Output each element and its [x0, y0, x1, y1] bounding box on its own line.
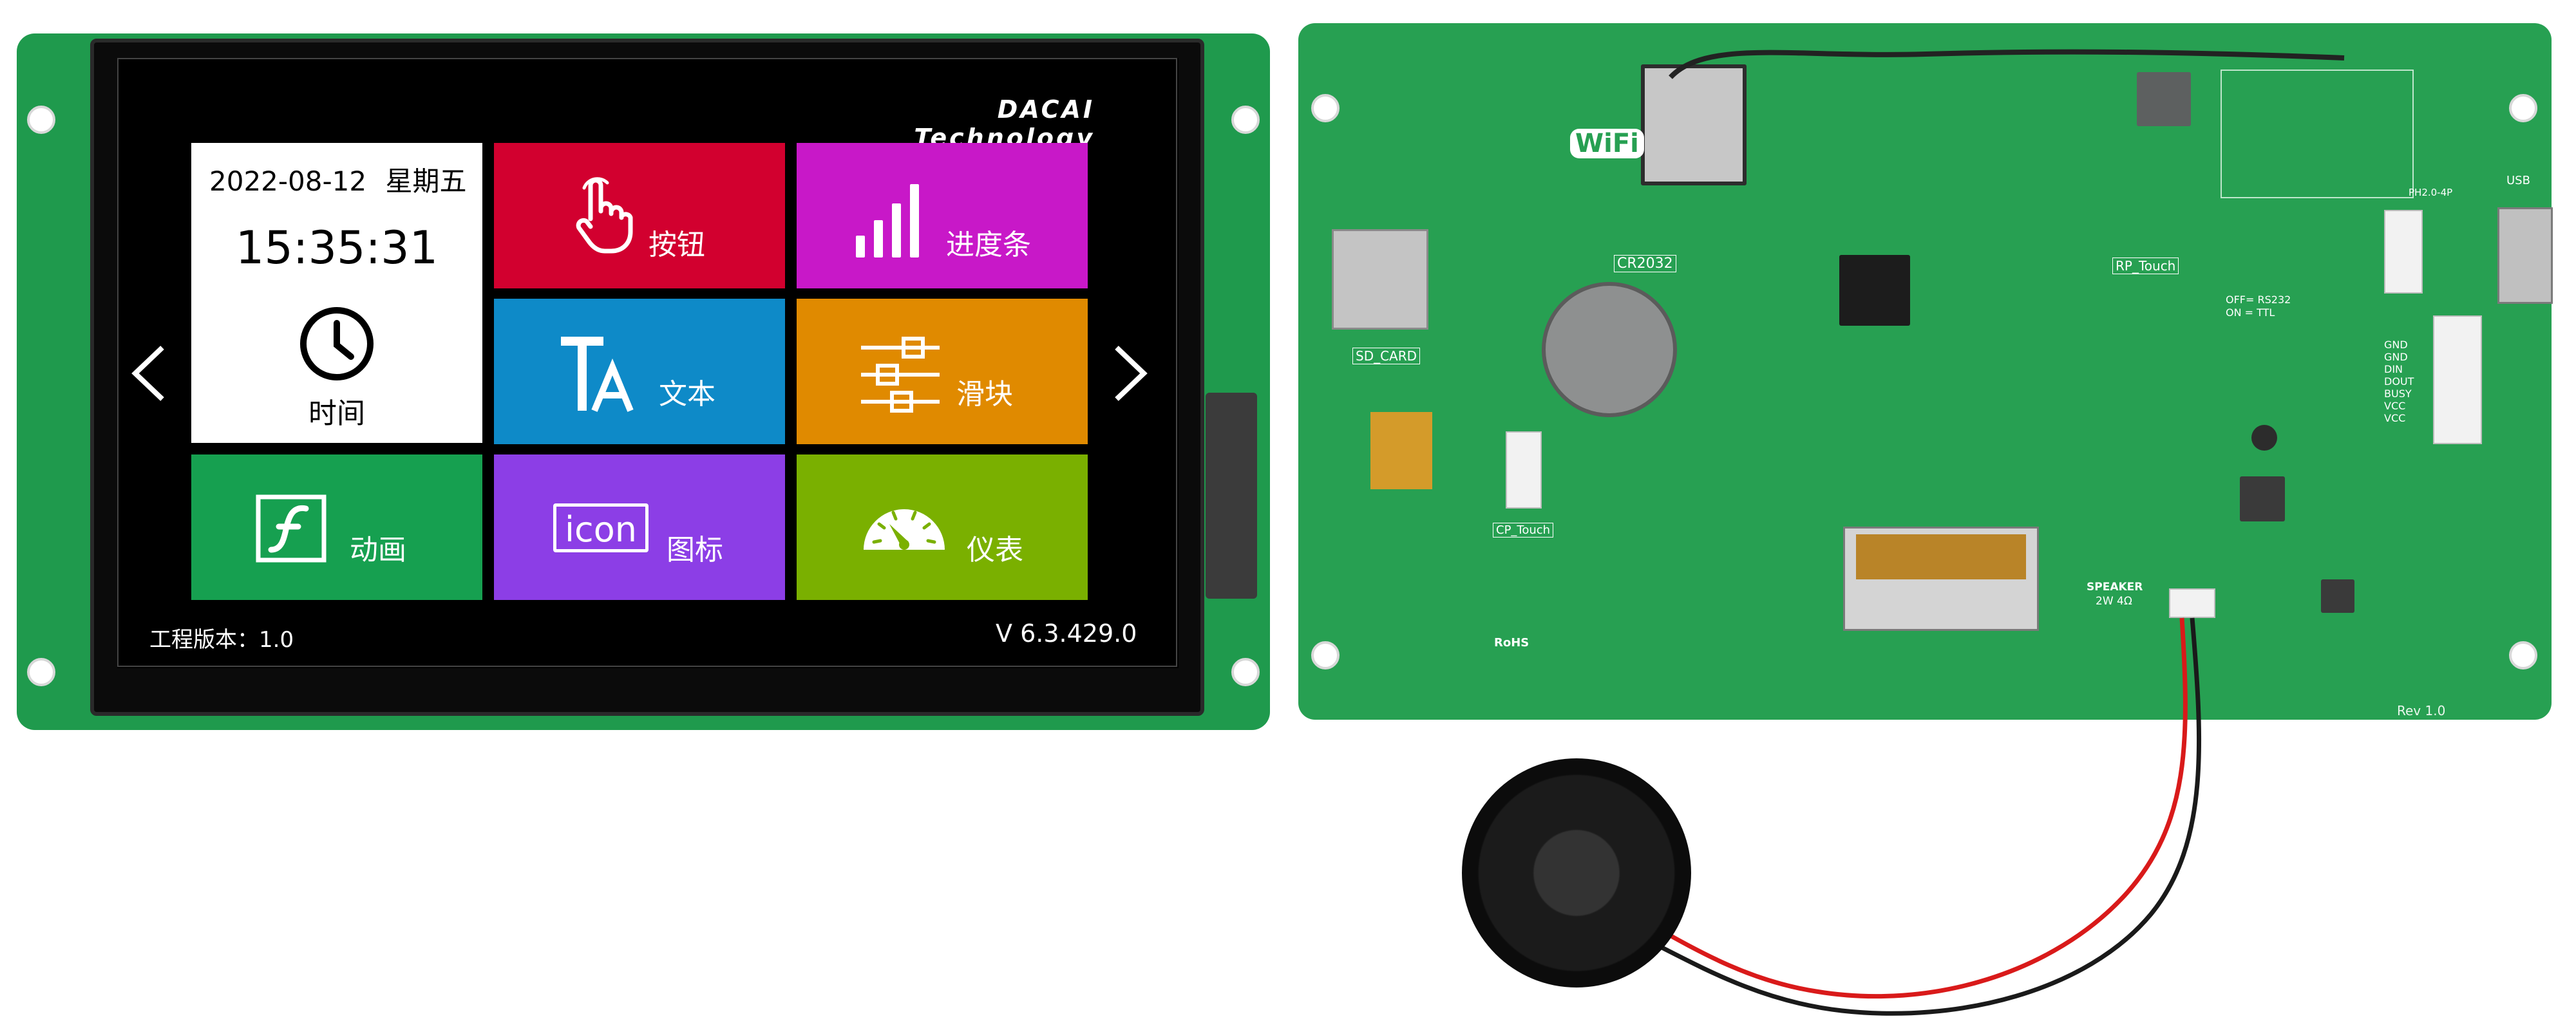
tile-animation-label: 动画 [350, 534, 406, 566]
pin-label-list: GND GND DIN DOUT BUSY VCC VCC [2384, 339, 2429, 424]
chevron-right-icon[interactable] [1113, 344, 1149, 403]
tile-slider-label: 滑块 [956, 378, 1013, 411]
wifi-label: WiFi [1570, 129, 1644, 158]
rp-touch-label: RP_Touch [2112, 258, 2179, 274]
pin-label: DIN [2384, 363, 2403, 375]
tile-gauge[interactable]: 仪表 [797, 454, 1088, 600]
project-version-text: 工程版本：1.0 [149, 627, 294, 653]
sd-card-slot [1332, 229, 1428, 330]
side-flex-cable [1206, 393, 1257, 599]
tile-icon-label: 图标 [667, 534, 723, 566]
logo-outline [2221, 70, 2414, 198]
pin-label: VCC [2384, 400, 2406, 412]
usb-port [2497, 207, 2553, 304]
rs232-note: OFF= RS232 [2226, 294, 2291, 306]
battery-label: CR2032 [1614, 255, 1676, 272]
pin-label: DOUT [2384, 375, 2414, 388]
rev-label: Rev 1.0 [2397, 703, 2446, 718]
touch-flex-cable [1370, 412, 1432, 489]
screen-frame [117, 58, 1177, 667]
tile-icon[interactable]: icon 图标 [494, 454, 785, 600]
lcd-fpc-ribbon [1856, 534, 2026, 579]
cp-touch-label: CP_Touch [1493, 523, 1554, 538]
mounting-hole [2509, 641, 2537, 670]
mcu-chip [1839, 255, 1910, 326]
mounting-hole [1311, 94, 1340, 122]
usb-label: USB [2506, 174, 2530, 187]
ph-connector-label: PH2.0-4P [2409, 187, 2453, 198]
tile-animation[interactable]: 动画 [191, 454, 482, 600]
gauge-icon [864, 509, 945, 550]
firmware-version-text: V 6.3.429.0 [996, 619, 1137, 648]
tile-progress-label: 进度条 [946, 229, 1031, 261]
tile-gauge-label: 仪表 [967, 534, 1023, 566]
mounting-hole [1311, 641, 1340, 670]
tile-slider[interactable]: 滑块 [797, 299, 1088, 444]
pin-label: GND [2384, 339, 2408, 351]
mounting-hole [2509, 94, 2537, 122]
weekday-text: 星期五 [385, 165, 467, 197]
mounting-hole [1231, 106, 1260, 134]
flash-icon [256, 494, 327, 563]
sd-card-label: SD_CARD [1352, 348, 1421, 364]
sliders-icon [861, 337, 940, 413]
speaker [1462, 758, 1691, 988]
speaker-wires [1564, 617, 2202, 1016]
rohs-label: RoHS [1494, 636, 1530, 650]
mounting-hole [1231, 658, 1260, 686]
text-ta-icon [561, 337, 634, 412]
tile-text[interactable]: 文本 [494, 299, 785, 444]
clock-tile[interactable]: 2022-08-12 星期五 15:35:31 时间 [191, 143, 482, 443]
tile-button[interactable]: 按钮 [494, 143, 785, 288]
wifi-module [1641, 64, 1747, 185]
battery-holder [1542, 282, 1677, 417]
buzzer [2137, 72, 2191, 126]
ttl-note: ON = TTL [2226, 306, 2275, 319]
inductor [2321, 579, 2354, 613]
hand-pointer-icon [576, 177, 633, 254]
tile-button-label: 按钮 [649, 229, 705, 261]
time-text: 15:35:31 [235, 221, 439, 274]
clock-icon [300, 307, 374, 380]
tile-progress[interactable]: 进度条 [797, 143, 1088, 288]
mounting-hole [27, 658, 55, 686]
signal-bars-icon [856, 184, 919, 258]
tile-text-label: 文本 [659, 378, 715, 411]
chevron-left-icon[interactable] [130, 344, 166, 403]
ph-connector [2384, 210, 2423, 294]
clock-label: 时间 [308, 397, 365, 430]
pin-label: VCC [2384, 412, 2406, 424]
icon-text: icon [565, 509, 637, 550]
date-text: 2022-08-12 [209, 165, 367, 197]
capacitor [2251, 425, 2277, 451]
pin-label: GND [2384, 351, 2408, 363]
inductor [2240, 476, 2285, 521]
antenna-wire [1669, 49, 2345, 79]
speaker-label: SPEAKER [2087, 581, 2143, 594]
cp-touch-connector [1506, 431, 1542, 509]
speaker-spec-label: 2W 4Ω [2096, 595, 2132, 608]
serial-connector [2433, 315, 2482, 444]
pin-label: BUSY [2384, 388, 2412, 400]
speaker-connector [2169, 588, 2215, 618]
icon-text-icon: icon [553, 503, 649, 552]
mounting-hole [27, 106, 55, 134]
